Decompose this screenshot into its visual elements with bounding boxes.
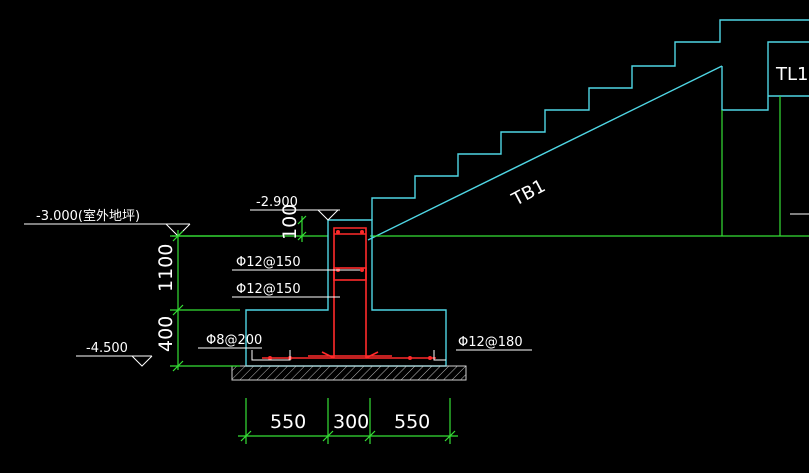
dim-vertical-mid: 1100 [155, 244, 177, 292]
horizontal-dimension [238, 398, 458, 444]
dim-horizontal-left: 550 [270, 411, 306, 433]
label-rebar-bottom-left: Φ8@200 [206, 333, 262, 348]
level-marker-top [250, 209, 340, 221]
dim-vertical-bottom: 400 [155, 316, 177, 352]
label-top-level: -2.900 [256, 195, 298, 210]
foundation-bedding [231, 365, 467, 381]
dim-vertical-top: 100 [279, 204, 301, 240]
stair-steps-outline [371, 19, 809, 220]
label-rebar-top: Φ12@150 [236, 255, 301, 270]
label-beam: TL1 [775, 64, 808, 85]
label-bottom-level: -4.500 [86, 341, 128, 356]
label-stair-slab: TB1 [508, 176, 549, 211]
dim-horizontal-right: 550 [394, 411, 430, 433]
label-rebar-bottom-right: Φ12@180 [458, 335, 523, 350]
level-marker-bottom [76, 355, 153, 367]
rebar-dots [268, 230, 432, 360]
label-rebar-mid: Φ12@150 [236, 282, 301, 297]
rebar-hook-right [433, 350, 446, 361]
landing-outline [721, 41, 809, 111]
label-outdoor-level: -3.000(室外地坪) [36, 208, 140, 224]
dim-horizontal-center: 300 [333, 411, 369, 433]
rebar-hook-left [251, 350, 291, 361]
vertical-dimension [170, 215, 307, 372]
stair-slab-bottom-line [367, 65, 723, 241]
